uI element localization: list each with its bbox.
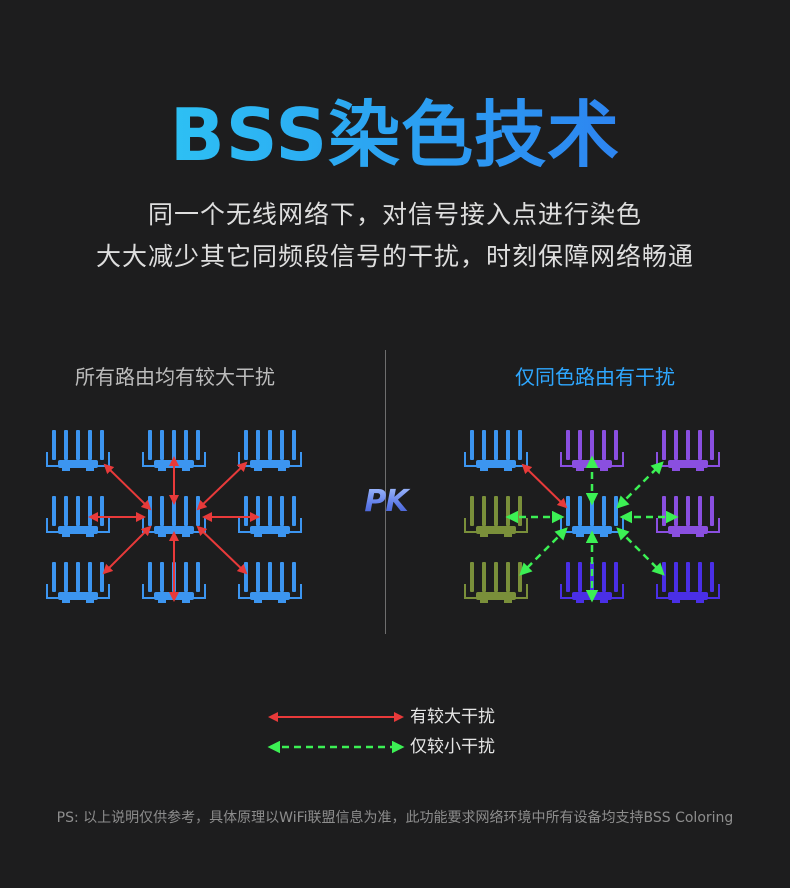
router-icon xyxy=(238,430,302,471)
panel-divider xyxy=(385,350,386,634)
legend-strong-label: 有较大干扰 xyxy=(410,707,495,727)
router-icon xyxy=(464,430,528,471)
strong-interference-arrow xyxy=(103,463,152,511)
strong-interference-arrow xyxy=(102,525,152,575)
subtitle-line-2: 大大减少其它同频段信号的干扰，时刻保障网络畅通 xyxy=(95,242,694,271)
router-icon xyxy=(656,562,720,603)
router-icon xyxy=(238,562,302,603)
router-icon xyxy=(464,496,528,537)
pk-label: PK xyxy=(356,484,416,519)
router-icon xyxy=(656,430,720,471)
weak-interference-arrow xyxy=(616,461,664,509)
footnote: PS: 以上说明仅供参考，具体原理以WiFi联盟信息为准，此功能要求网络环境中所… xyxy=(56,810,734,826)
strong-interference-arrow xyxy=(196,461,248,511)
router-icon xyxy=(560,496,624,537)
router-icon xyxy=(238,496,302,537)
router-icon xyxy=(46,430,110,471)
page-title: BSS染色技术 xyxy=(0,92,790,178)
subtitle-line-1: 同一个无线网络下，对信号接入点进行染色 xyxy=(147,200,642,229)
weak-interference-arrow xyxy=(519,527,568,576)
strong-interference-arrow xyxy=(196,525,248,575)
router-icon xyxy=(46,562,110,603)
legend-weak-label: 仅较小干扰 xyxy=(410,737,495,757)
router-icon xyxy=(464,562,528,603)
strong-interference-arrow xyxy=(521,463,568,509)
right-panel-title: 仅同色路由有干扰 xyxy=(515,365,675,389)
left-panel-title: 所有路由均有较大干扰 xyxy=(75,365,275,389)
weak-interference-arrow xyxy=(616,527,665,576)
router-icon xyxy=(656,496,720,537)
